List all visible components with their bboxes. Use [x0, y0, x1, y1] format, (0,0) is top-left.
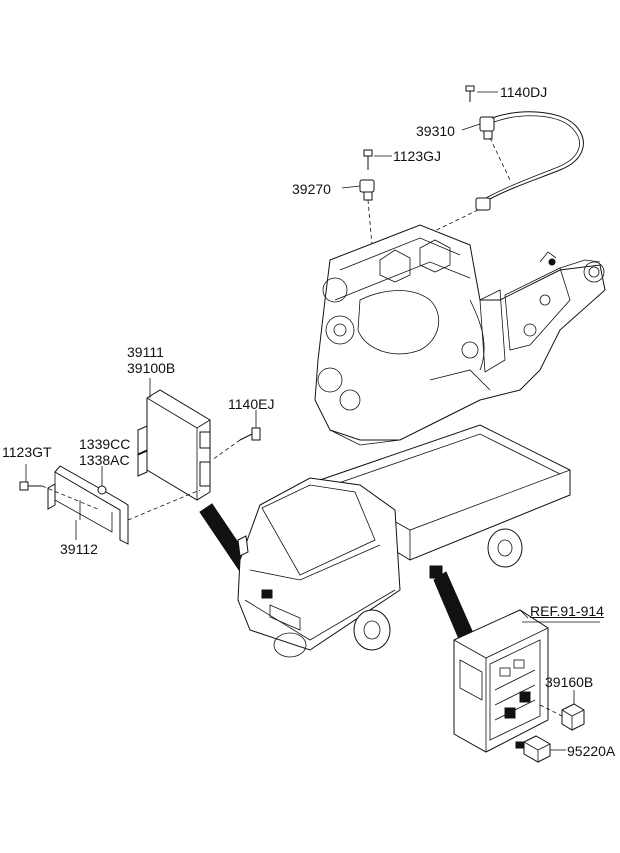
label-1338ac: 1338AC — [79, 452, 130, 468]
relay-95220a — [515, 735, 566, 763]
label-39310: 39310 — [416, 123, 455, 139]
sensor-39270 — [341, 179, 479, 246]
ecu-39100b — [137, 382, 211, 501]
label-ref-91-914: REF.91-914 — [530, 603, 604, 619]
bolt-1123gj — [363, 149, 392, 170]
label-1140dj: 1140DJ — [500, 84, 548, 100]
relay-39160b — [539, 690, 585, 731]
bracket-39112 — [47, 465, 201, 545]
label-1339cc: 1339CC — [79, 436, 131, 452]
label-95220a: 95220A — [567, 743, 616, 759]
label-1123gt: 1123GT — [2, 444, 52, 460]
label-39270: 39270 — [292, 181, 331, 197]
label-39100b: 39100B — [127, 360, 176, 376]
engine-assembly — [314, 224, 606, 446]
truck — [237, 424, 571, 658]
label-1140ej: 1140EJ — [228, 396, 275, 412]
junction-box — [453, 609, 600, 753]
nut-1338ac — [97, 466, 107, 495]
label-39160b: 39160B — [545, 674, 594, 690]
bolt-1140ej — [211, 410, 261, 461]
label-39111: 39111 — [127, 344, 164, 360]
sensor-39310 — [461, 111, 584, 211]
label-39112: 39112 — [60, 541, 98, 557]
bolt-1123gt — [19, 464, 101, 511]
label-1123gj: 1123GJ — [393, 148, 441, 164]
bolt-1140dj — [465, 85, 498, 102]
